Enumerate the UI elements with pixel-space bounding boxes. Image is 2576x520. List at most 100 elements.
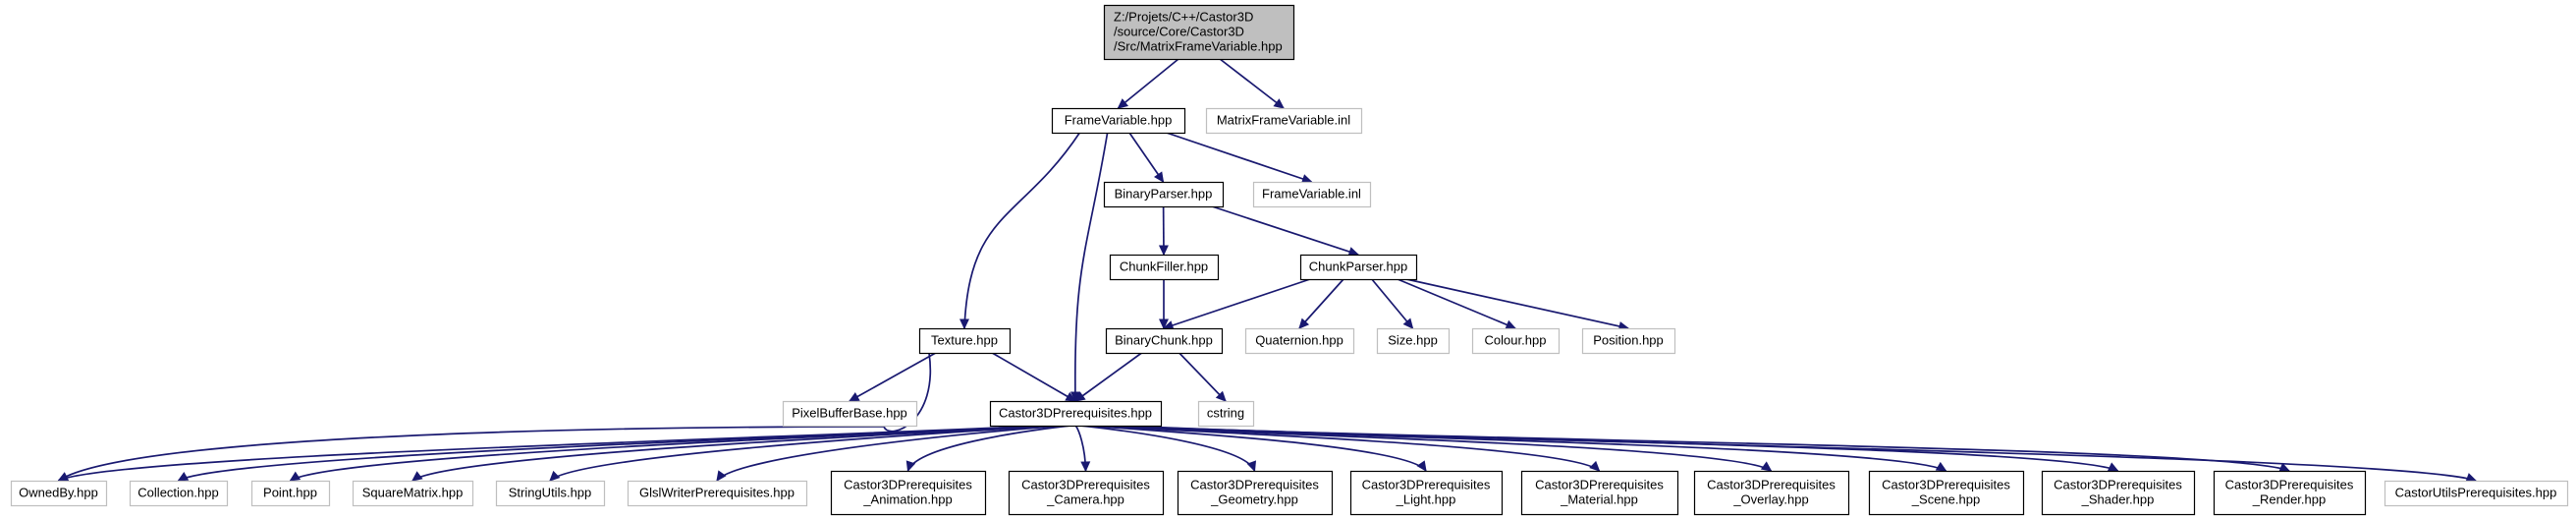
node-box xyxy=(2213,470,2367,516)
node-box xyxy=(1205,107,1363,135)
graph-node-point-hpp: Point.hpp xyxy=(250,480,331,507)
edge-castor3dprerequisites-hpp-to-glslwriterprerequisites-hpp-arrowhead xyxy=(716,470,727,482)
node-label: OwnedBy.hpp xyxy=(19,486,98,500)
edge-chunkparser-hpp-to-colour-hpp-arrowhead xyxy=(1505,319,1517,329)
node-label: Castor3DPrerequisites xyxy=(1190,478,1319,492)
node-box xyxy=(352,480,474,507)
edge-chunkparser-hpp-to-quaternion-hpp xyxy=(1298,278,1344,329)
edge-framevariable-hpp-to-castor3dprerequisites-hpp xyxy=(1073,132,1109,402)
node-label: _Render.hpp xyxy=(2252,492,2326,507)
node-box xyxy=(1197,400,1255,428)
node-box xyxy=(1008,470,1165,516)
edge-binarychunk-hpp-to-castor3dprerequisites-hpp-arrowhead xyxy=(1074,391,1086,402)
graph-node-prereq-render[interactable]: Castor3DPrerequisites_Render.hpp xyxy=(2213,470,2367,516)
node-label: Size.hpp xyxy=(1388,333,1438,348)
node-label: Castor3DPrerequisites xyxy=(2225,478,2354,492)
node-box xyxy=(250,480,331,507)
node-box xyxy=(918,327,1012,355)
node-box xyxy=(782,400,918,428)
node-label: _Camera.hpp xyxy=(1046,492,1124,507)
graph-node-binarychunk-hpp[interactable]: BinaryChunk.hpp xyxy=(1105,327,1224,355)
node-box xyxy=(1349,470,1504,516)
graph-node-quaternion-hpp: Quaternion.hpp xyxy=(1244,327,1355,355)
graph-node-texture-hpp[interactable]: Texture.hpp xyxy=(918,327,1012,355)
edge-castor3dprerequisites-hpp-to-prereq-shader-arrowhead xyxy=(2107,462,2119,472)
edge-castor3dprerequisites-hpp-to-castorutilsprerequisites-hpp xyxy=(1117,425,2477,482)
edge-castor3dprerequisites-hpp-to-squarematrix-hpp xyxy=(411,425,1056,482)
graph-node-framevariable-hpp[interactable]: FrameVariable.hpp xyxy=(1051,107,1186,135)
graph-node-prereq-shader[interactable]: Castor3DPrerequisites_Shader.hpp xyxy=(2041,470,2196,516)
edge-framevariable-hpp-to-framevariable-inl xyxy=(1166,132,1312,183)
graph-node-castor3dprerequisites-hpp[interactable]: Castor3DPrerequisites.hpp xyxy=(989,400,1163,428)
graph-node-prereq-material[interactable]: Castor3DPrerequisites_Material.hpp xyxy=(1520,470,1679,516)
edge-chunkfiller-hpp-to-binarychunk-hpp-arrowhead xyxy=(1159,318,1169,330)
edge-texture-hpp-to-pixelbufferbase-hpp xyxy=(849,352,937,402)
edge-root-to-matrixframevariable-inl xyxy=(1219,58,1285,109)
edge-castor3dprerequisites-hpp-to-prereq-animation xyxy=(906,425,1070,472)
node-label: Collection.hpp xyxy=(137,486,218,500)
node-label: cstring xyxy=(1207,406,1244,421)
graph-node-chunkparser-hpp[interactable]: ChunkParser.hpp xyxy=(1299,254,1418,281)
edge-castor3dprerequisites-hpp-to-prereq-material-arrowhead xyxy=(1589,460,1601,472)
graph-node-root[interactable]: Z:/Projets/C++/Castor3D/source/Core/Cast… xyxy=(1103,4,1295,61)
graph-node-glslwriterprerequisites-hpp: GlslWriterPrerequisites.hpp xyxy=(627,480,808,507)
node-box xyxy=(1105,327,1224,355)
edge-chunkparser-hpp-to-quaternion-hpp-arrowhead xyxy=(1298,318,1310,329)
edge-castor3dprerequisites-hpp-to-prereq-light xyxy=(1085,425,1427,472)
edge-chunkparser-hpp-to-position-hpp xyxy=(1405,278,1629,329)
node-label: Castor3DPrerequisites xyxy=(2054,478,2182,492)
node-label: GlslWriterPrerequisites.hpp xyxy=(639,486,795,500)
edge-binarychunk-hpp-to-castor3dprerequisites-hpp xyxy=(1074,352,1142,402)
graph-node-colour-hpp: Colour.hpp xyxy=(1471,327,1561,355)
node-box xyxy=(1252,181,1372,208)
node-box xyxy=(1693,470,1850,516)
node-label: StringUtils.hpp xyxy=(509,486,592,500)
edge-texture-hpp-to-castor3dprerequisites-hpp-arrowhead xyxy=(1065,391,1077,402)
edge-chunkparser-hpp-to-size-hpp-arrowhead xyxy=(1402,318,1414,329)
edge-texture-hpp-to-castor3dprerequisites-hpp xyxy=(991,352,1076,402)
graph-node-prereq-animation[interactable]: Castor3DPrerequisites_Animation.hpp xyxy=(830,470,987,516)
node-label: Colour.hpp xyxy=(1485,333,1547,348)
edge-castor3dprerequisites-hpp-to-glslwriterprerequisites-hpp xyxy=(716,425,1066,482)
graph-node-prereq-camera[interactable]: Castor3DPrerequisites_Camera.hpp xyxy=(1008,470,1165,516)
node-label: Point.hpp xyxy=(263,486,317,500)
graph-node-prereq-light[interactable]: Castor3DPrerequisites_Light.hpp xyxy=(1349,470,1504,516)
graph-node-binaryparser-hpp[interactable]: BinaryParser.hpp xyxy=(1103,181,1225,208)
edge-framevariable-hpp-to-binaryparser-hpp xyxy=(1128,132,1165,183)
node-box xyxy=(1051,107,1186,135)
graph-node-prereq-scene[interactable]: Castor3DPrerequisites_Scene.hpp xyxy=(1868,470,2025,516)
edge-castor3dprerequisites-hpp-to-prereq-overlay-arrowhead xyxy=(1760,461,1773,472)
node-label: BinaryChunk.hpp xyxy=(1115,333,1213,348)
node-label: MatrixFrameVariable.inl xyxy=(1217,113,1350,128)
node-label: FrameVariable.inl xyxy=(1262,187,1361,202)
edge-chunkparser-hpp-to-binarychunk-hpp xyxy=(1163,278,1311,329)
node-label: _Light.hpp xyxy=(1396,492,1456,507)
node-label: Castor3DPrerequisites xyxy=(1362,478,1491,492)
node-box xyxy=(2384,480,2569,507)
edge-framevariable-hpp-to-framevariable-inl-arrowhead xyxy=(1300,174,1313,184)
edge-castor3dprerequisites-hpp-to-prereq-animation-arrowhead xyxy=(905,460,916,473)
edge-castor3dprerequisites-hpp-to-stringutils-hpp-arrowhead xyxy=(549,470,561,482)
edge-framevariable-hpp-to-binaryparser-hpp-arrowhead xyxy=(1154,171,1165,183)
graph-node-prereq-overlay[interactable]: Castor3DPrerequisites_Overlay.hpp xyxy=(1693,470,1850,516)
node-label: PixelBufferBase.hpp xyxy=(792,406,907,421)
edge-binarychunk-hpp-to-cstring xyxy=(1178,352,1227,402)
edge-root-to-matrixframevariable-inl-arrowhead xyxy=(1273,98,1285,109)
node-label: FrameVariable.hpp xyxy=(1065,113,1173,128)
node-label: ChunkParser.hpp xyxy=(1309,260,1407,274)
graph-node-chunkfiller-hpp[interactable]: ChunkFiller.hpp xyxy=(1109,254,1220,281)
node-label: _Animation.hpp xyxy=(862,492,952,507)
edge-chunkparser-hpp-to-colour-hpp xyxy=(1397,278,1516,329)
edge-castor3dprerequisites-hpp-to-point-hpp-arrowhead xyxy=(289,471,301,482)
graph-node-prereq-geometry[interactable]: Castor3DPrerequisites_Geometry.hpp xyxy=(1177,470,1334,516)
graph-node-castorutilsprerequisites-hpp: CastorUtilsPrerequisites.hpp xyxy=(2384,480,2569,507)
node-box xyxy=(10,480,108,507)
node-box xyxy=(1177,470,1334,516)
edge-castor3dprerequisites-hpp-to-prereq-light-arrowhead xyxy=(1416,460,1427,472)
node-label: _Scene.hpp xyxy=(1911,492,1980,507)
edge-castor3dprerequisites-hpp-to-castorutilsprerequisites-hpp-arrowhead xyxy=(2465,473,2478,483)
node-label: Quaternion.hpp xyxy=(1255,333,1343,348)
edge-texture-hpp-to-pixelbufferbase-hpp-arrowhead xyxy=(848,392,860,402)
graph-node-cstring: cstring xyxy=(1197,400,1255,428)
node-label: _Shader.hpp xyxy=(2081,492,2155,507)
